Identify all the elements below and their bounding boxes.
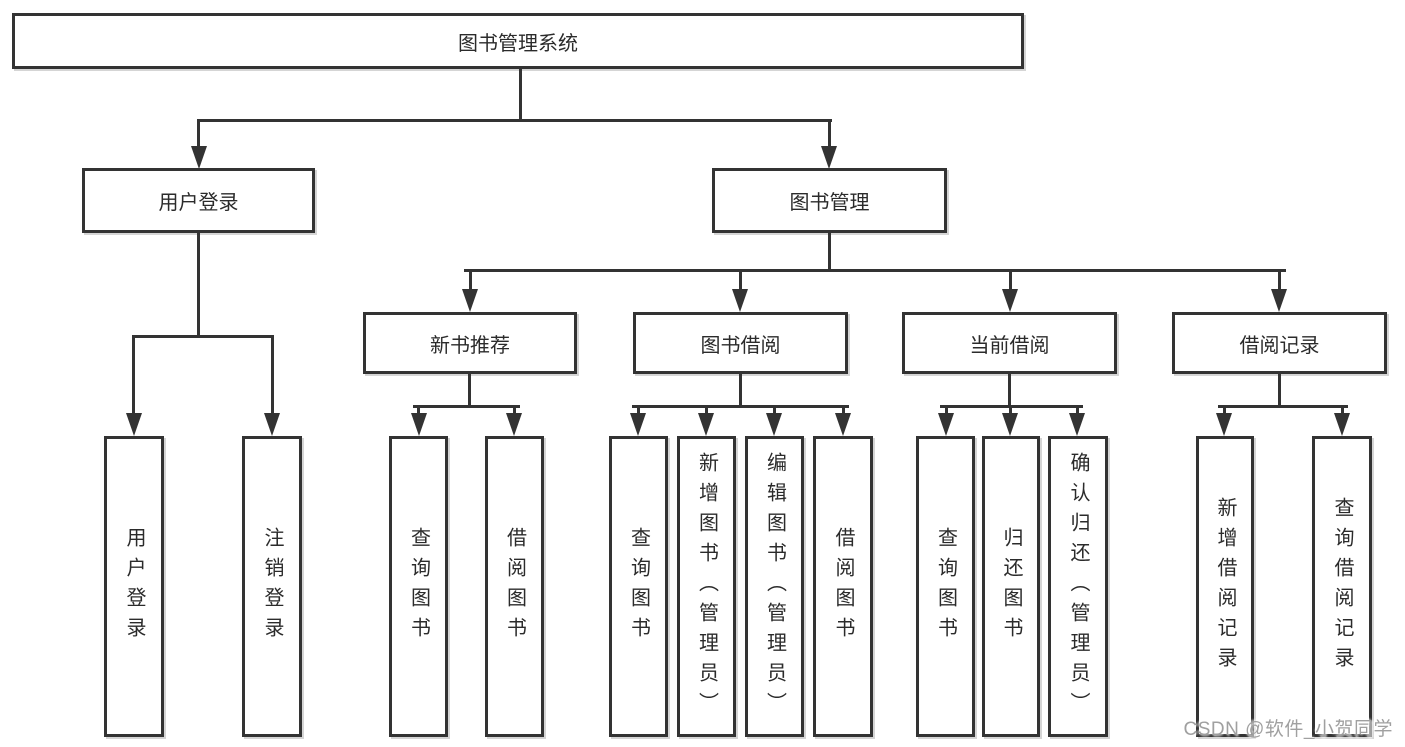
connector-vline xyxy=(945,405,948,416)
node-label: 当前借阅 xyxy=(969,334,1050,357)
connector-vline xyxy=(1341,405,1344,416)
connector-arrowhead-down xyxy=(1216,413,1232,436)
leaf-borrow-books: 借阅图书 xyxy=(813,436,873,737)
connector-arrowhead-down xyxy=(732,289,748,312)
leaf-query-books-borrow: 查询图书 xyxy=(609,436,668,737)
connector-vline xyxy=(519,69,522,121)
connector-vline xyxy=(1223,405,1226,416)
connector-vline xyxy=(637,405,640,416)
leaf-label: 注销登录 xyxy=(261,526,283,647)
leaf-label: 查询图书 xyxy=(934,526,957,647)
connector-vline xyxy=(1009,269,1012,292)
leaf-query-books-current: 查询图书 xyxy=(916,436,975,737)
leaf-label: 借阅图书 xyxy=(832,526,854,647)
node-label: 图书管理系统 xyxy=(458,32,578,55)
leaf-label: 查询借阅记录 xyxy=(1331,496,1353,677)
connector-vline xyxy=(739,269,742,292)
leaf-label: 查询图书 xyxy=(407,526,430,647)
connector-vline xyxy=(842,405,845,416)
connector-arrowhead-down xyxy=(1334,413,1350,436)
connector-arrowhead-down xyxy=(1002,413,1018,436)
node-book-management: 图书管理 xyxy=(712,168,947,233)
connector-arrowhead-down xyxy=(264,413,280,436)
connector-vline xyxy=(1278,374,1281,408)
leaf-return-books: 归还图书 xyxy=(982,436,1040,737)
connector-arrowhead-down xyxy=(191,146,207,169)
connector-arrowhead-down xyxy=(835,413,851,436)
connector-vline xyxy=(469,269,472,292)
connector-hline xyxy=(132,335,274,338)
connector-vline xyxy=(271,335,274,415)
watermark: CSDN @软件_小贺同学 xyxy=(1183,719,1393,740)
leaf-edit-books-admin: 编辑图书（管理员） xyxy=(745,436,804,737)
connector-vline xyxy=(468,374,471,408)
connector-vline xyxy=(197,233,200,337)
connector-vline xyxy=(1009,405,1012,416)
node-new-book-recommend: 新书推荐 xyxy=(363,312,577,374)
leaf-query-books-recommend: 查询图书 xyxy=(389,436,448,737)
node-current-borrow: 当前借阅 xyxy=(902,312,1117,374)
connector-arrowhead-down xyxy=(462,289,478,312)
node-label: 图书借阅 xyxy=(700,334,781,357)
leaf-label: 新增图书（管理员） xyxy=(695,451,718,722)
connector-vline xyxy=(417,405,420,416)
connector-arrowhead-down xyxy=(698,413,714,436)
leaf-add-books-admin: 新增图书（管理员） xyxy=(677,436,736,737)
connector-arrowhead-down xyxy=(766,413,782,436)
connector-arrowhead-down xyxy=(938,413,954,436)
connector-hline xyxy=(1218,405,1348,408)
connector-vline xyxy=(513,405,516,416)
leaf-label: 借阅图书 xyxy=(503,526,526,647)
connector-arrowhead-down xyxy=(1069,413,1085,436)
connector-vline xyxy=(1076,405,1079,416)
connector-vline xyxy=(1278,269,1281,292)
leaf-label: 确认归还（管理员） xyxy=(1067,451,1089,722)
node-borrow-records: 借阅记录 xyxy=(1172,312,1387,374)
leaf-confirm-return-admin: 确认归还（管理员） xyxy=(1048,436,1108,737)
node-label: 借阅记录 xyxy=(1239,334,1320,357)
connector-hline xyxy=(413,405,520,408)
leaf-label: 新增借阅记录 xyxy=(1214,496,1236,677)
connector-vline xyxy=(828,233,831,272)
leaf-label: 查询图书 xyxy=(627,526,650,647)
connector-arrowhead-down xyxy=(1271,289,1287,312)
leaf-label: 用户登录 xyxy=(123,526,145,647)
connector-vline xyxy=(773,405,776,416)
connector-arrowhead-down xyxy=(821,146,837,169)
leaf-add-borrow-record: 新增借阅记录 xyxy=(1196,436,1254,737)
connector-hline xyxy=(464,269,1286,272)
leaf-logout: 注销登录 xyxy=(242,436,302,737)
connector-vline xyxy=(1008,374,1011,408)
connector-arrowhead-down xyxy=(1002,289,1018,312)
leaf-label: 归还图书 xyxy=(1000,526,1022,647)
node-label: 用户登录 xyxy=(158,192,239,214)
node-library-system: 图书管理系统 xyxy=(12,13,1024,69)
node-label: 图书管理 xyxy=(789,192,870,214)
connector-vline xyxy=(705,405,708,416)
leaf-user-login: 用户登录 xyxy=(104,436,164,737)
leaf-query-borrow-record: 查询借阅记录 xyxy=(1312,436,1372,737)
connector-arrowhead-down xyxy=(630,413,646,436)
connector-arrowhead-down xyxy=(126,413,142,436)
connector-arrowhead-down xyxy=(506,413,522,436)
node-label: 新书推荐 xyxy=(430,334,510,357)
connector-arrowhead-down xyxy=(411,413,427,436)
connector-hline xyxy=(632,405,849,408)
leaf-borrow-books-recommend: 借阅图书 xyxy=(485,436,544,737)
node-book-borrow: 图书借阅 xyxy=(633,312,848,374)
connector-vline xyxy=(132,335,135,415)
connector-vline xyxy=(197,119,200,149)
connector-vline xyxy=(828,119,831,149)
leaf-label: 编辑图书（管理员） xyxy=(763,451,786,722)
connector-hline xyxy=(197,119,832,122)
connector-vline xyxy=(739,374,742,408)
node-user-login: 用户登录 xyxy=(82,168,315,233)
